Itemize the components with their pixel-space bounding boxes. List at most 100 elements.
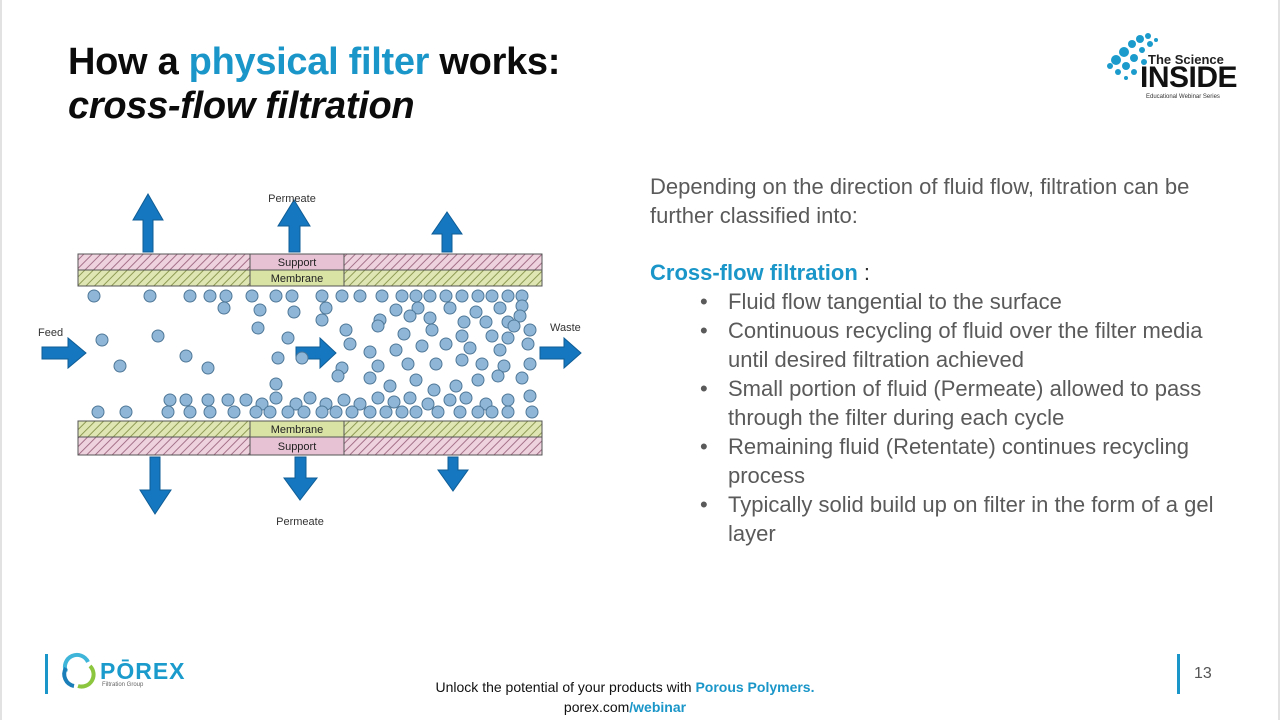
particle [389,303,403,317]
particle [485,329,499,343]
particle [217,301,231,315]
particle [363,405,377,419]
particle [501,393,515,407]
particle [455,329,469,343]
particle [457,315,471,329]
particle [161,405,175,419]
particle [371,391,385,405]
particle [523,357,537,371]
particle [455,289,469,303]
particle [387,395,401,409]
permeate-top-label: Permeate [268,193,316,205]
page-number: 13 [1194,665,1212,682]
particle [163,393,177,407]
logo-the-science: The Science [1148,52,1224,67]
particle [287,305,301,319]
particle [319,301,333,315]
particle [245,289,259,303]
particle [315,289,329,303]
up-arrow-icon [277,199,311,253]
slide-subtitle: cross-flow filtration [68,85,415,127]
particle [363,345,377,359]
bullet-item: Fluid flow tangential to the surface [700,287,1230,316]
bullet-item: Remaining fluid (Retentate) continues re… [700,432,1230,490]
membrane-bottom-label: Membrane [271,424,324,436]
support-top-label: Support [278,257,317,269]
particle [119,405,133,419]
particle [515,371,529,385]
particle [91,405,105,419]
permeate-up-arrows [132,192,463,253]
particle [335,289,349,303]
up-arrow-icon [431,211,463,253]
top-membrane-layer [77,269,543,287]
footer-line1-text: Unlock the potential of your products wi… [435,679,696,695]
slide-edge-right [1278,0,1280,720]
particle [383,379,397,393]
particle [395,405,409,419]
particle [253,303,267,317]
title-accent: physical filter [188,41,430,83]
slide-edge-left [0,0,2,720]
particle [289,397,303,411]
particle [471,289,485,303]
footer-right-divider [1177,654,1180,694]
particle [371,359,385,373]
particle [411,301,425,315]
particle [271,351,285,365]
section-title: Cross-flow filtration [650,260,858,285]
particle [227,405,241,419]
particle [469,305,483,319]
particle [281,405,295,419]
permeate-bottom-label: Permeate [276,516,324,528]
particle [179,393,193,407]
particle [429,357,443,371]
particle [389,343,403,357]
particle [375,289,389,303]
porex-swirl-icon [62,652,96,689]
particles [87,289,539,419]
waste-label: Waste [550,322,581,334]
particle [421,397,435,411]
particle [431,405,445,419]
particle [179,349,193,363]
footer-domain[interactable]: porex.com [563,699,630,715]
particle [479,315,493,329]
particle [525,405,539,419]
particle [493,301,507,315]
particle [471,373,485,387]
top-support-layer [77,253,543,271]
content-column: Depending on the direction of fluid flow… [650,172,1230,548]
particle [183,405,197,419]
porous-polymers-link[interactable]: Porous Polymers. [695,679,815,695]
particle [363,371,377,385]
particle [485,405,499,419]
logo-series: Educational Webinar Series [1146,94,1220,100]
particle [459,391,473,405]
particle [315,313,329,327]
particle [143,289,157,303]
porex-logo: PŌREX Filtration Group [60,652,200,698]
particle [397,327,411,341]
logo-inside: INSIDE [1140,61,1238,94]
footer-left-divider [45,654,48,694]
particle [395,289,409,303]
title-prefix: How a [68,41,189,83]
particle [523,389,537,403]
particle [423,289,437,303]
particle [409,289,423,303]
particle [297,405,311,419]
permeate-down-arrows [139,456,469,515]
section-heading: Cross-flow filtration : [650,258,1230,287]
bubbles-icon [1107,33,1158,80]
webinar-link[interactable]: /webinar [629,699,687,715]
particle [303,391,317,405]
particle [449,379,463,393]
particle [269,391,283,405]
slide-title: How a physical filter works: cross-flow … [68,40,560,128]
particle [523,323,537,337]
right-arrow-icon [539,336,582,370]
particle [501,331,515,345]
particle [151,329,165,343]
